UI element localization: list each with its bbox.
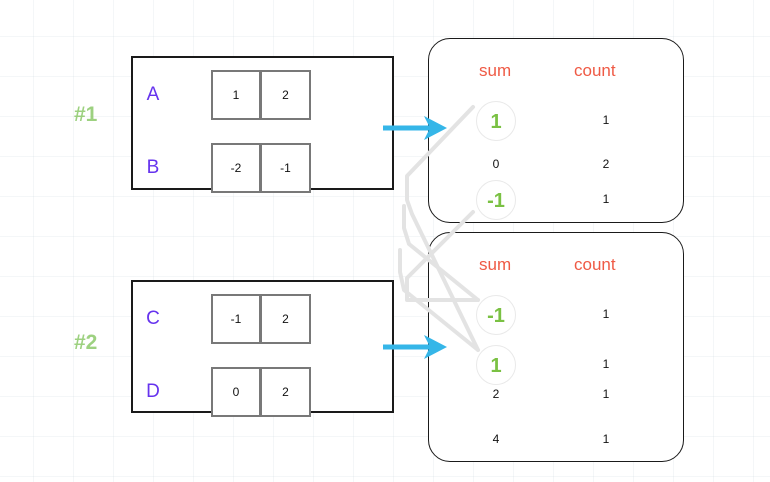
input-row-a: A 1 2 (133, 70, 311, 120)
section-label-1: #1 (74, 103, 98, 126)
aggregate-panel-2: sum count -1 1 1 1 2 1 4 1 (428, 232, 684, 462)
agg-2-count-1: 1 (602, 357, 610, 371)
agg-2-count-0: 1 (602, 307, 610, 321)
agg-1-sum-0: 1 (476, 101, 516, 141)
cell-d-1: 2 (261, 367, 311, 417)
row-label-a: A (146, 84, 160, 105)
agg-1-header-sum: sum (479, 61, 512, 80)
input-row-b: B -2 -1 (133, 143, 311, 193)
agg-1-sum-2: -1 (476, 180, 516, 220)
section-label-2: #2 (74, 331, 98, 354)
cell-c-0: -1 (211, 294, 261, 344)
agg-1-header-count: count (574, 61, 616, 80)
cell-a-1: 2 (261, 70, 311, 120)
cell-c-1: 2 (261, 294, 311, 344)
agg-1-count-0: 1 (602, 113, 610, 127)
row-label-d: D (146, 381, 160, 402)
input-panel-2: C -1 2 D 0 2 (131, 280, 394, 417)
input-row-c: C -1 2 (133, 294, 311, 344)
agg-1-sum-1: 0 (492, 157, 500, 171)
row-d-cells: 0 2 (211, 367, 311, 417)
row-label-c: C (146, 308, 160, 329)
input-row-d: D 0 2 (133, 367, 311, 417)
cell-b-0: -2 (211, 143, 261, 193)
row-a-cells: 1 2 (211, 70, 311, 120)
agg-2-count-2: 1 (602, 387, 610, 401)
cell-b-1: -1 (261, 143, 311, 193)
row-label-b: B (146, 157, 160, 178)
row-c-cells: -1 2 (211, 294, 311, 344)
agg-2-sum-2: 2 (492, 387, 500, 401)
cell-d-0: 0 (211, 367, 261, 417)
agg-2-sum-3: 4 (492, 432, 500, 446)
agg-2-header-count: count (574, 255, 616, 274)
input-panel-1: A 1 2 B -2 -1 (131, 56, 394, 193)
agg-2-sum-1: 1 (476, 345, 516, 385)
aggregate-panel-1: sum count 1 1 0 2 -1 1 (428, 38, 684, 223)
agg-2-count-3: 1 (602, 432, 610, 446)
agg-2-header-sum: sum (479, 255, 512, 274)
cell-a-0: 1 (211, 70, 261, 120)
agg-1-count-1: 2 (602, 157, 610, 171)
agg-1-count-2: 1 (602, 192, 610, 206)
row-b-cells: -2 -1 (211, 143, 311, 193)
agg-2-sum-0: -1 (476, 295, 516, 335)
